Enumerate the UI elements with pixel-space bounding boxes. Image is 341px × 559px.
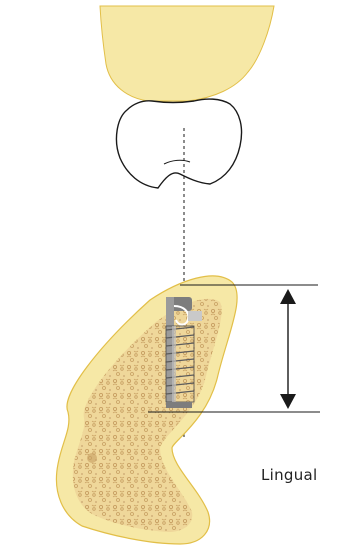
maxilla-shape — [100, 6, 274, 101]
tooth-crown — [116, 99, 241, 188]
lingual-label: Lingual — [261, 466, 318, 484]
measurement-arrow — [280, 289, 296, 409]
mandible-section — [56, 276, 237, 544]
